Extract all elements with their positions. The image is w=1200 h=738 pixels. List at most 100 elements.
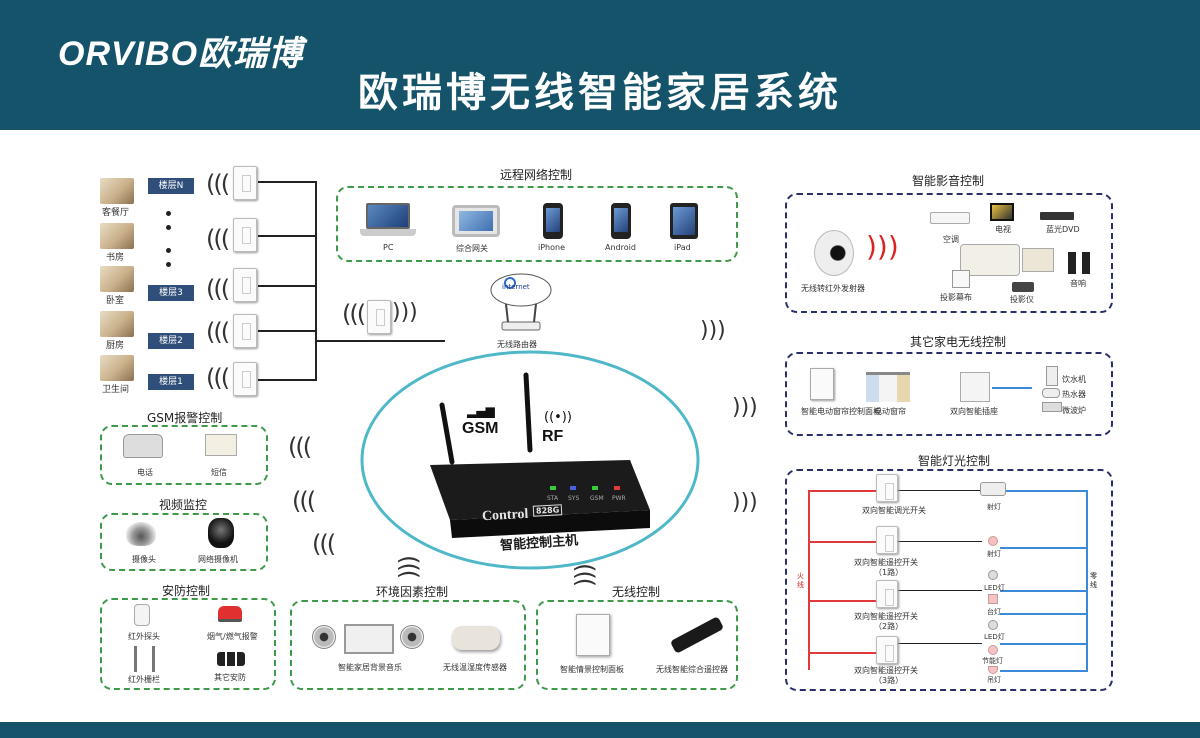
bus-line bbox=[315, 340, 445, 342]
ellipsis-dot bbox=[166, 248, 171, 253]
scene-panel-icon bbox=[576, 614, 610, 656]
microwave-icon bbox=[1042, 402, 1062, 412]
load-wire bbox=[898, 643, 982, 644]
bus-line bbox=[258, 330, 316, 332]
router-icon bbox=[501, 321, 541, 331]
av-item-label: 投影幕布 bbox=[940, 293, 972, 302]
load-wire bbox=[898, 590, 982, 591]
wireless-title: 无线控制 bbox=[612, 585, 661, 599]
temp-sensor-icon bbox=[452, 626, 500, 650]
light-switch-label: （1路） bbox=[874, 568, 904, 577]
gsm-alarm-box bbox=[100, 425, 268, 485]
appliance-box bbox=[785, 352, 1113, 436]
room-photo bbox=[100, 223, 134, 249]
wireless-item-label: 无线智能综合遥控器 bbox=[656, 665, 728, 674]
antenna-right bbox=[523, 372, 533, 453]
bus-line bbox=[258, 285, 316, 287]
wireless-item-label: 智能情景控制面板 bbox=[560, 665, 624, 674]
other-security-icon bbox=[217, 652, 245, 666]
sms-envelope-icon bbox=[205, 434, 237, 456]
neutral-wire bbox=[1086, 490, 1088, 672]
hub-brand: Control bbox=[481, 506, 529, 525]
appliance-item-label: 热水器 bbox=[1062, 390, 1086, 399]
light-switch-label: （2路） bbox=[874, 622, 904, 631]
wall-switch bbox=[367, 300, 391, 334]
led-bulb-icon bbox=[988, 620, 998, 630]
av-item-label: 投影仪 bbox=[1010, 295, 1034, 304]
device-label: Android bbox=[605, 243, 636, 252]
room-photo bbox=[100, 355, 134, 381]
gsm-alarm-title: GSM报警控制 bbox=[147, 411, 223, 425]
environment-item-label: 智能家居背景音乐 bbox=[338, 663, 402, 672]
tv-icon bbox=[990, 203, 1014, 221]
room-label: 卫生间 bbox=[102, 385, 130, 395]
projector-screen-icon bbox=[952, 270, 970, 288]
smart-socket-icon bbox=[960, 372, 990, 402]
device-label: iPad bbox=[674, 243, 691, 252]
alarm-item-label: 电话 bbox=[137, 468, 153, 477]
projector-icon bbox=[1012, 282, 1034, 292]
av-title: 智能影音控制 bbox=[912, 174, 985, 188]
lamp-label: 射灯 bbox=[987, 550, 1001, 558]
av-item-label: 音响 bbox=[1070, 279, 1086, 288]
video-title: 视频监控 bbox=[159, 498, 208, 512]
appliance-item-label: 智能电动窗帘控制面板 bbox=[801, 407, 881, 416]
bus-line bbox=[258, 379, 316, 381]
led-label: PWR bbox=[612, 495, 626, 502]
security-item-label: 烟气/燃气报警 bbox=[207, 632, 258, 641]
remote-switch bbox=[876, 636, 898, 664]
device-label: iPhone bbox=[538, 243, 566, 252]
appliance-title: 其它家电无线控制 bbox=[910, 335, 1007, 349]
bus-line bbox=[258, 235, 316, 237]
pc-laptop-icon bbox=[360, 203, 416, 237]
pir-sensor-icon bbox=[134, 604, 150, 626]
device-label: PC bbox=[383, 243, 394, 252]
dome-camera-icon bbox=[126, 522, 156, 546]
appliance-item-label: 饮水机 bbox=[1062, 375, 1086, 384]
neutral-wire bbox=[1000, 590, 1088, 592]
router-label: 无线路由器 bbox=[497, 340, 537, 349]
security-item-label: 其它安防 bbox=[214, 673, 246, 682]
neutral-wire bbox=[1000, 643, 1088, 645]
room-photo bbox=[100, 178, 134, 204]
hub-oval bbox=[360, 350, 700, 570]
light-switch-label: 双向智能遥控开关 bbox=[854, 612, 918, 621]
footer-bar bbox=[0, 722, 1200, 738]
bluray-dvd-icon bbox=[1040, 212, 1074, 220]
dimmer-switch bbox=[876, 474, 898, 502]
wireless-signal-icon: ((( bbox=[571, 562, 600, 586]
ie-logo-icon bbox=[504, 277, 516, 289]
load-wire bbox=[898, 490, 982, 491]
remote-box bbox=[336, 186, 738, 262]
speaker-icon bbox=[1082, 252, 1090, 274]
android-phone-icon bbox=[611, 203, 631, 239]
live-wire bbox=[808, 490, 878, 492]
wireless-signal-icon: ((( bbox=[206, 275, 230, 303]
neutral-wire-label: 零线 bbox=[1090, 572, 1097, 589]
water-heater-icon bbox=[1042, 388, 1060, 398]
wireless-signal-icon: ((( bbox=[206, 170, 230, 198]
wireless-signal-icon: ((( bbox=[206, 364, 230, 392]
internet-label: internet bbox=[502, 283, 530, 291]
floor-tag: 楼层1 bbox=[148, 374, 194, 390]
security-box bbox=[100, 598, 276, 690]
wireless-signal-icon: ))) bbox=[732, 395, 758, 420]
wireless-signal-icon: ((( bbox=[312, 530, 336, 558]
remote-switch bbox=[876, 580, 898, 608]
wireless-signal-icon: ((( bbox=[292, 487, 316, 515]
antenna-left bbox=[439, 402, 455, 465]
light-switch-label: 双向智能调光开关 bbox=[862, 506, 926, 515]
ir-fence-icon bbox=[134, 646, 137, 672]
security-title: 安防控制 bbox=[162, 584, 211, 598]
video-item-label: 网络摄像机 bbox=[198, 555, 238, 564]
energy-saving-lamp-icon bbox=[988, 645, 998, 655]
ceiling-speaker-icon bbox=[400, 625, 424, 649]
hub-body bbox=[430, 460, 650, 520]
live-wire bbox=[808, 600, 878, 602]
room-photo bbox=[100, 266, 134, 292]
neutral-wire bbox=[1000, 670, 1088, 672]
ellipsis-dot bbox=[166, 262, 171, 267]
av-box bbox=[785, 193, 1113, 313]
lighting-box bbox=[785, 469, 1113, 691]
security-item-label: 红外栅栏 bbox=[128, 675, 160, 684]
